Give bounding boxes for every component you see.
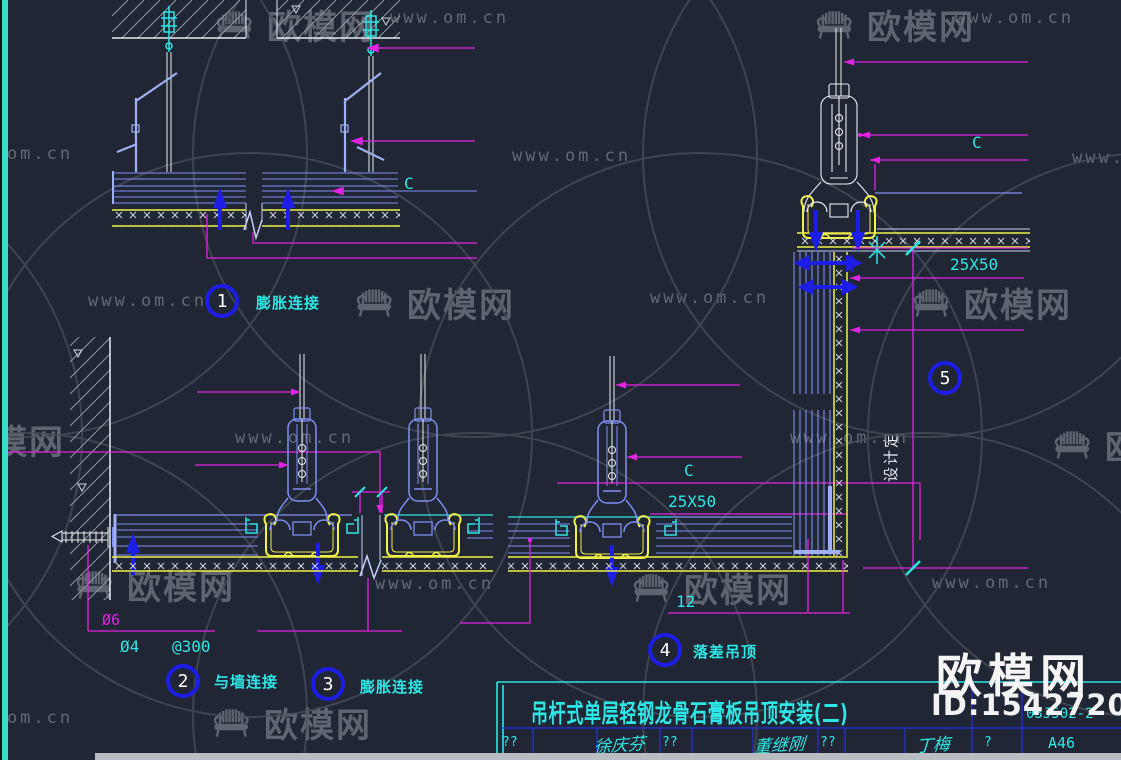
- watermark-logo: 欧模网: [632, 563, 792, 612]
- watermark-url: www.om.cn: [932, 573, 1052, 593]
- watermark-url: www.om.cn: [0, 144, 74, 164]
- atlas-number: 03J502-2: [1026, 706, 1094, 722]
- watermark-url: www.om.cn: [0, 708, 74, 728]
- watermark-site-text: 欧模网: [1105, 420, 1121, 469]
- field-placeholder: ??: [502, 735, 518, 750]
- dim-label: 12: [676, 592, 696, 611]
- watermark-site-text: 欧模网: [964, 286, 1072, 326]
- detail-bubble-5: 5: [928, 361, 962, 395]
- field-placeholder-single: ?: [984, 735, 992, 750]
- dim-label: Ø6: [102, 611, 121, 629]
- drawing-title: 吊杆式单层轻钢龙骨石膏板吊顶安装(二): [531, 699, 849, 728]
- dim-label: C: [684, 461, 694, 480]
- dim-label: 25X50: [668, 492, 717, 511]
- detail-number: 2: [177, 670, 189, 692]
- watermark-url: www.om.cn: [88, 291, 208, 311]
- sofa-icon: [1054, 430, 1090, 459]
- detail-2-3-wall-and-expansion: [0, 337, 493, 632]
- watermark-site-text: 欧模网: [407, 286, 515, 326]
- watermark-site-text: 欧模网: [0, 423, 65, 463]
- sofa-icon: [633, 573, 669, 602]
- detail-number: 3: [322, 673, 334, 695]
- detail-bubble-3: 3: [311, 667, 345, 701]
- watermark-logo: 欧模网: [815, 0, 975, 49]
- watermark-url: www.om.cn: [235, 428, 355, 448]
- dim-label: C: [404, 174, 414, 193]
- left-edge: [0, 0, 2, 760]
- dim-label: Ø4: [120, 637, 140, 656]
- watermark-site-text: 欧模网: [867, 8, 975, 48]
- detail-bubble-2: 2: [166, 664, 200, 698]
- watermark-url: www.om.cn: [390, 8, 510, 28]
- sofa-icon: [356, 288, 392, 317]
- watermark-site-text: 欧模网: [264, 706, 372, 746]
- field-placeholder: ??: [662, 735, 678, 750]
- detail-title: 与墙连接: [214, 673, 279, 691]
- detail-number: 1: [216, 290, 228, 312]
- watermark-url: www.om.cn: [375, 574, 495, 594]
- watermark-logo: 欧模网: [212, 698, 372, 747]
- titleblock-lines: [496, 681, 1121, 758]
- detail-4-stepped-ceiling: [460, 355, 921, 624]
- detail-bubble-4: 4: [648, 633, 682, 667]
- detail-1-expansion-joint: [112, 0, 477, 259]
- dim-label: C: [972, 133, 982, 152]
- watermark-logo: 欧模网: [1053, 420, 1121, 469]
- detail-number: 5: [939, 367, 951, 389]
- detail-number: 4: [659, 639, 671, 661]
- watermark-url: www.om.cn: [955, 8, 1075, 28]
- field-placeholder: ??: [820, 735, 836, 750]
- watermark-logo: 欧模网: [0, 415, 65, 464]
- sofa-icon: [913, 288, 949, 317]
- detail-5-bulkhead: [793, 28, 1030, 576]
- sheet-number: A46: [1048, 734, 1076, 752]
- sofa-icon: [816, 10, 852, 39]
- watermark-site-text: 欧模网: [684, 571, 792, 611]
- left-teal-strip: [2, 0, 8, 760]
- detail-title: 膨胀连接: [256, 294, 321, 312]
- bottom-gray-band: [95, 753, 1121, 760]
- detail-title: 落差吊顶: [693, 643, 758, 661]
- detail-title: 膨胀连接: [360, 678, 425, 696]
- watermark-logo: 欧模网: [912, 278, 1072, 327]
- dim-label: @300: [172, 637, 211, 656]
- dim-label: 25X50: [950, 255, 999, 274]
- watermark-logo: 欧模网: [355, 278, 515, 327]
- watermark-url: www.om.cn: [512, 146, 632, 166]
- site-id-text: ID:1542720: [931, 688, 1121, 722]
- watermark-site-text: 欧模网: [127, 568, 235, 608]
- site-logo-text: 欧模网: [936, 649, 1092, 703]
- detail-bubble-1: 1: [205, 284, 239, 318]
